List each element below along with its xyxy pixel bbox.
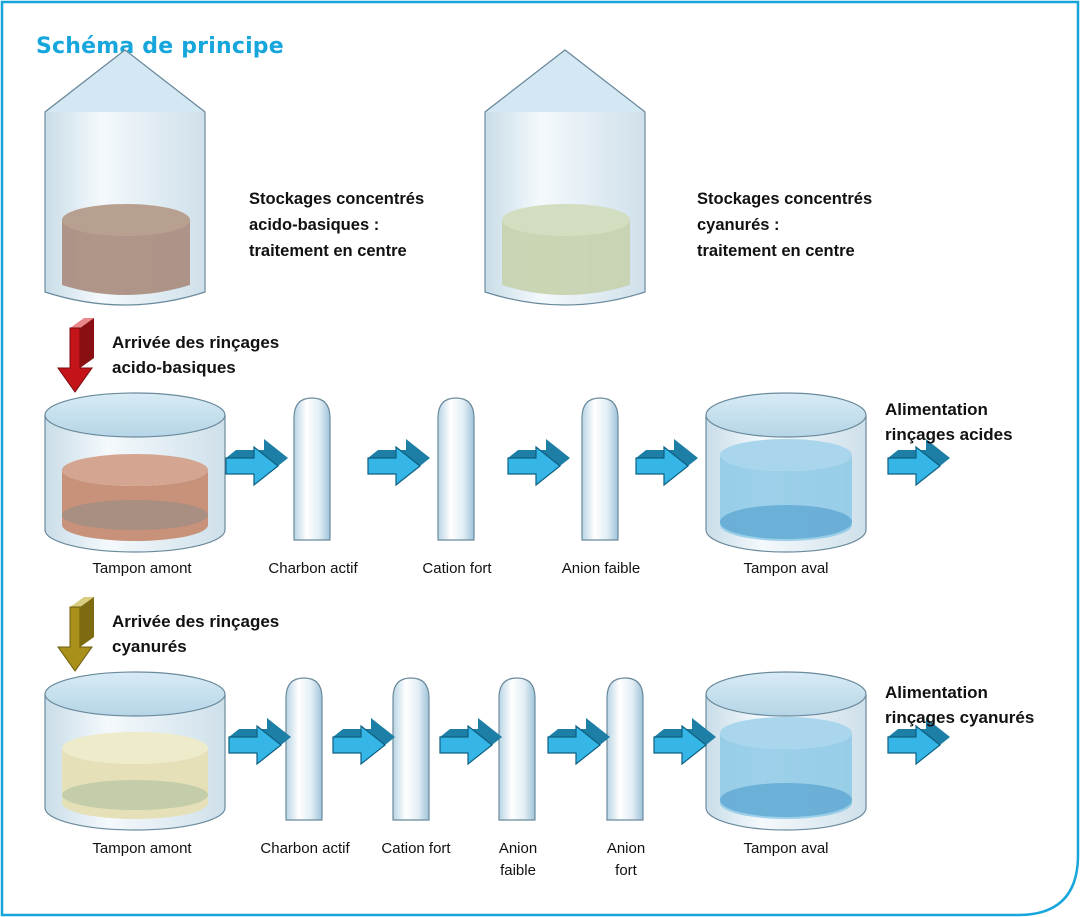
line2-caption-cation-fort: Cation fort — [381, 840, 451, 857]
line2-outflow-label: Alimentation rinçages cyanurés — [885, 683, 1035, 727]
storage-acid-label: Stockages concentrés acido-basiques : tr… — [249, 190, 425, 260]
storage-silo-acid — [44, 49, 206, 306]
line2-downstream-tank — [705, 671, 867, 831]
line1-inflow-label: Arrivée des rinçages acido-basiques — [112, 333, 280, 377]
line2-column-cation-fort — [392, 677, 430, 821]
line2-column-charbon-actif — [285, 677, 323, 821]
line2-column-anion-fort — [606, 677, 644, 821]
line2-caption-tampon-aval: Tampon aval — [743, 840, 829, 857]
line2-flow-arrow-5 — [653, 718, 716, 766]
line1-caption-tampon-aval: Tampon aval — [743, 560, 829, 577]
line2-flow-arrow-2 — [332, 718, 395, 766]
line2-flow-arrow-out — [887, 718, 950, 766]
line2-flow-arrow-3 — [439, 718, 502, 766]
line2-flow-arrow-4 — [547, 718, 610, 766]
line1-flow-arrow-1 — [225, 439, 288, 487]
inflow-arrow-acid — [57, 318, 94, 393]
line2-flow-arrow-1 — [228, 718, 291, 766]
storage-cyanide-label: Stockages concentrés cyanurés : traiteme… — [697, 190, 873, 260]
line1-caption-tampon-amont: Tampon amont — [92, 560, 192, 577]
storage-silo-cyanide — [484, 49, 646, 306]
line2-caption-anion-faible: Anion faible — [498, 840, 538, 879]
line1-downstream-tank — [705, 392, 867, 553]
line1-flow-arrow-3 — [507, 439, 570, 487]
line2-caption-charbon-actif: Charbon actif — [260, 840, 350, 857]
line1-flow-arrow-2 — [367, 439, 430, 487]
line1-column-cation-fort — [437, 397, 475, 541]
line2-caption-tampon-amont: Tampon amont — [92, 840, 192, 857]
line2-column-anion-faible — [498, 677, 536, 821]
line1-column-charbon-actif — [293, 397, 331, 541]
line1-upstream-tank — [44, 392, 226, 553]
inflow-arrow-cyanide — [57, 597, 94, 672]
line1-caption-anion-faible: Anion faible — [561, 560, 641, 577]
page-title: Schéma de principe — [36, 34, 284, 59]
line1-flow-arrow-out — [887, 439, 950, 487]
line2-caption-anion-fort: Anion fort — [606, 840, 646, 879]
line1-outflow-label: Alimentation rinçages acides — [885, 400, 1013, 444]
line1-caption-charbon-actif: Charbon actif — [268, 560, 358, 577]
line2-upstream-tank — [44, 671, 226, 831]
line1-column-anion-faible — [581, 397, 619, 541]
line2-inflow-label: Arrivée des rinçages cyanurés — [112, 612, 280, 656]
line1-caption-cation-fort: Cation fort — [422, 560, 492, 577]
line1-flow-arrow-4 — [635, 439, 698, 487]
